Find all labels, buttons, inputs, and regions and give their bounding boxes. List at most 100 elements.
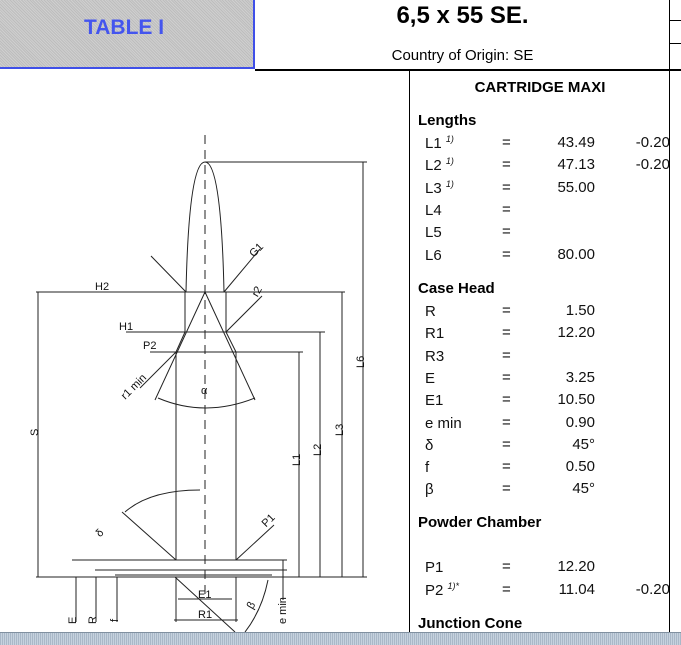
label-emin: e min <box>277 597 289 624</box>
country-of-origin: Country of Origin: SE <box>391 47 534 64</box>
divider <box>669 0 670 632</box>
row-label: L2 1) <box>425 156 454 175</box>
label-e1: E1 <box>198 589 211 601</box>
row-label: R1 <box>425 325 445 343</box>
case-outline <box>175 292 237 560</box>
table-row: R = 1.50 <box>425 302 670 324</box>
divider <box>670 20 681 21</box>
label-p2: P2 <box>143 340 156 352</box>
row-label: E1 <box>425 392 444 410</box>
section-junction-cone: Junction Cone <box>418 615 523 632</box>
row-value: 12.20 <box>557 558 595 575</box>
table-row: f = 0.50 <box>425 458 670 480</box>
equals-sign: = <box>502 368 511 386</box>
row-label: E <box>425 369 436 387</box>
section-lengths: Lengths <box>418 112 477 129</box>
table-row: P2 1)* = 11.04 -0.20 <box>425 581 670 603</box>
equals-sign: = <box>502 156 511 174</box>
cone-lines <box>154 291 256 401</box>
equals-sign: = <box>502 558 511 575</box>
row-label: L6 <box>425 246 442 264</box>
divider <box>255 69 681 71</box>
row-value: 0.50 <box>565 458 595 476</box>
table-row: L6 =80.00 <box>425 246 670 268</box>
row-value: 0.90 <box>565 413 595 431</box>
table-label-cell: TABLE I <box>0 0 255 69</box>
table-row: e min =0.90 <box>425 414 670 436</box>
row-label: L4 <box>425 201 442 219</box>
divider <box>409 70 410 632</box>
equals-sign: = <box>502 302 511 319</box>
label-r1: R1 <box>198 609 212 621</box>
equals-sign: = <box>502 134 511 151</box>
row-value: 43.49 <box>557 134 595 151</box>
table-row: E1 = 10.50 <box>425 391 670 413</box>
equals-sign: = <box>502 200 511 218</box>
row-label: f <box>425 459 430 477</box>
label-h2: H2 <box>95 281 109 293</box>
label-r: R <box>87 616 99 624</box>
label-h1: H1 <box>119 321 133 333</box>
row-value: 12.20 <box>557 324 595 342</box>
equals-sign: = <box>502 458 511 476</box>
table-row: R1 =12.20 <box>425 324 670 346</box>
row-label: e min <box>425 414 462 432</box>
alpha-arc <box>157 397 256 409</box>
row-value: 55.00 <box>557 178 595 196</box>
cartridge-drawing: H2 H1 P2 G1 r2 r1 min α S L1 L2 L3 L6 δ … <box>29 135 367 632</box>
section-case-head: Case Head <box>418 280 495 297</box>
row-value: 3.25 <box>565 368 595 386</box>
table-row: L3 1) = 55.00 <box>425 179 670 201</box>
row-value: 45° <box>572 435 595 453</box>
label-g1: G1 <box>247 241 266 260</box>
equals-sign: = <box>502 581 511 598</box>
table-label: TABLE I <box>84 16 165 39</box>
row-label: P1 <box>425 559 444 576</box>
label-s: S <box>29 429 41 436</box>
table-row: L2 1) = 47.13 -0.20 <box>425 156 670 178</box>
cartridge-title: 6,5 x 55 SE. <box>396 2 529 29</box>
equals-sign: = <box>502 178 511 196</box>
row-tolerance: -0.20 <box>635 156 670 174</box>
table-row: δ =45° <box>425 436 670 458</box>
row-label: P2 1)* <box>425 581 460 599</box>
label-beta: β <box>245 600 259 611</box>
label-f: f <box>109 618 121 622</box>
equals-sign: = <box>502 435 511 453</box>
equals-sign: = <box>502 346 511 364</box>
row-tolerance: -0.20 <box>635 134 670 151</box>
row-value: 10.50 <box>557 391 595 409</box>
table-row: β =45° <box>425 480 670 502</box>
label-l2: L2 <box>312 444 324 456</box>
equals-sign: = <box>502 391 511 409</box>
row-label: L3 1) <box>425 178 454 197</box>
table-row: L5 = <box>425 223 670 245</box>
label-e: E <box>67 617 79 624</box>
table-row: P1 = 12.20 <box>425 558 670 580</box>
divider <box>670 43 681 44</box>
table-row: L1 1) = 43.49 -0.20 <box>425 134 670 156</box>
row-label: L1 1) <box>425 134 454 152</box>
row-label: R <box>425 303 436 320</box>
label-l6: L6 <box>355 356 367 368</box>
label-l3: L3 <box>334 424 346 436</box>
row-label: L5 <box>425 224 442 242</box>
row-value: 1.50 <box>565 302 595 319</box>
equals-sign: = <box>502 245 511 263</box>
row-label: R3 <box>425 347 445 365</box>
row-value: 11.04 <box>558 581 595 598</box>
equals-sign: = <box>502 223 511 241</box>
table-row: R3 = <box>425 347 670 369</box>
row-value: 47.13 <box>557 156 595 174</box>
panel-title: CARTRIDGE MAXI <box>474 79 606 96</box>
bottom-scroll-strip <box>0 632 681 645</box>
table-row: E = 3.25 <box>425 369 670 391</box>
label-r2: r2 <box>250 284 265 298</box>
table-row: L4 = <box>425 201 670 223</box>
label-alpha: α <box>201 385 208 397</box>
equals-sign: = <box>502 480 511 498</box>
row-label: β <box>425 481 434 499</box>
section-powder-chamber: Powder Chamber <box>418 514 542 531</box>
row-tolerance: -0.20 <box>635 581 670 598</box>
